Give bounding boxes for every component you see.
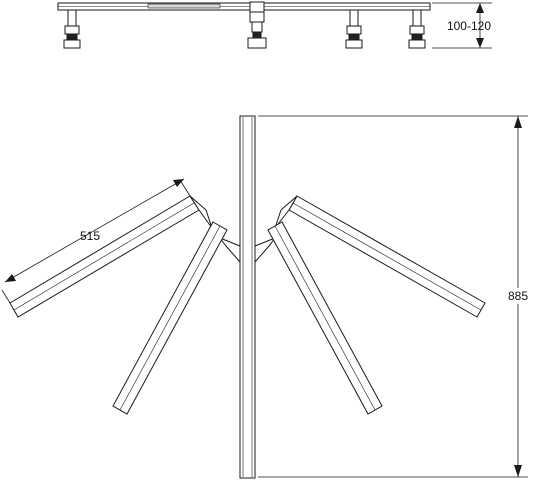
- left-lower-arm: [112, 221, 228, 415]
- right-upper-arm: [274, 195, 486, 318]
- central-frame-bar: [239, 115, 256, 479]
- side-view-leg: [247, 11, 267, 49]
- side-view-rail: [57, 1, 431, 13]
- side-view-leg: [345, 9, 363, 49]
- arm-connector-right: [254, 236, 277, 264]
- dimension-frame-length: [258, 115, 528, 478]
- dimension-label-background: [507, 288, 529, 304]
- dimension-label-frame-length: 885: [508, 289, 528, 303]
- dimension-leg-height: [432, 2, 492, 49]
- side-view-leg: [63, 9, 81, 49]
- left-upper-arm: [9, 195, 213, 318]
- arm-connector-left: [218, 236, 241, 264]
- dimension-label-leg-height: 100-120: [447, 19, 491, 33]
- right-lower-arm: [267, 221, 383, 415]
- dimension-arm-length: [1, 178, 191, 304]
- plan-view: [9, 115, 486, 479]
- side-view: [57, 1, 431, 49]
- side-view-leg: [408, 9, 426, 49]
- dimension-label-arm-length: 515: [80, 229, 100, 243]
